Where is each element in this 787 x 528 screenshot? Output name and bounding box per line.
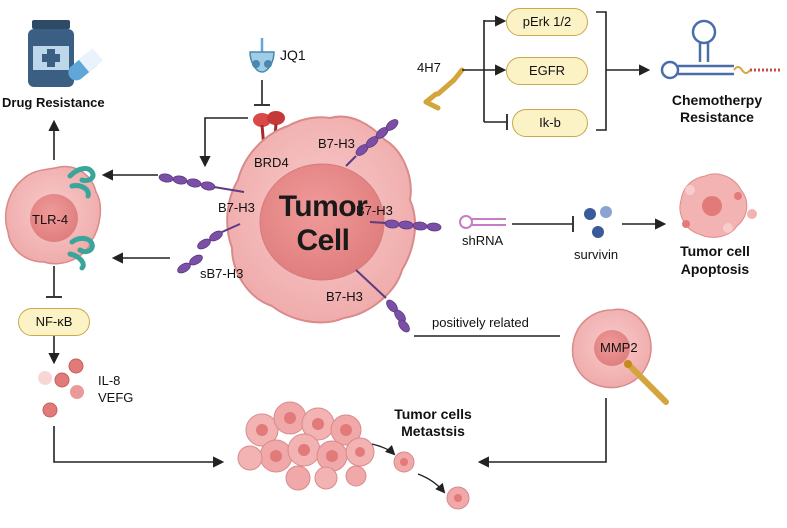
tlr4-label: TLR-4 (32, 212, 69, 227)
survivin-dots (584, 206, 612, 238)
tlr4-cell (4, 165, 102, 271)
shrna-label: shRNA (462, 233, 504, 248)
antibody-4h7-label: 4H7 (417, 60, 441, 75)
metastasis-line2: Metastsis (401, 423, 465, 439)
chemo-resistance-line2: Resistance (680, 109, 754, 125)
survivin-label: survivin (574, 247, 619, 262)
il8-label: IL-8 (98, 373, 121, 388)
ikb-pill: Ik-b (512, 109, 588, 137)
rna-hairpin-icon (660, 19, 782, 80)
jq1-label: JQ1 (280, 47, 306, 63)
tumor-cell-title-line1: Tumor (278, 190, 368, 223)
antibody-4h7 (423, 67, 465, 111)
chemo-resistance-line1: Chemotherpy (671, 92, 763, 108)
tumor-cell (226, 115, 417, 324)
brd4-label: BRD4 (254, 155, 289, 170)
vefg-label: VEFG (98, 390, 134, 405)
perk-pill: pErk 1/2 (506, 8, 588, 36)
medicine-bottle-icon (28, 20, 74, 87)
egfr-pill: EGFR (506, 57, 588, 85)
apoptosis-line2: Apoptosis (680, 261, 750, 277)
cytokine-dots (38, 358, 84, 418)
capsule-icon (68, 48, 103, 81)
shrna-icon (459, 215, 506, 229)
metastasis-line1: Tumor cells (394, 406, 472, 422)
mmp2-label: MMP2 (600, 340, 638, 355)
jq1-icon (249, 38, 275, 73)
mmp2-cell (571, 308, 669, 405)
b7h3-right-label: B7-H3 (356, 203, 393, 218)
b7h3-bottom-label: B7-H3 (326, 289, 363, 304)
b7h3-left-label: B7-H3 (218, 200, 255, 215)
apoptotic-cell (679, 173, 757, 238)
apoptosis-line1: Tumor cell (680, 243, 750, 259)
tumor-cell-title-line2: Cell (296, 224, 350, 257)
migrating-cells (393, 451, 470, 510)
b7h3-top-label: B7-H3 (318, 136, 355, 151)
sb7h3-label: sB7-H3 (200, 266, 244, 281)
positively-related-label: positively related (432, 315, 529, 330)
b7h3-receptors (158, 119, 442, 333)
metastasis-cluster (237, 401, 375, 491)
drug-resistance-label: Drug Resistance (2, 95, 105, 110)
nfkb-pill: NF-κB (18, 308, 90, 336)
